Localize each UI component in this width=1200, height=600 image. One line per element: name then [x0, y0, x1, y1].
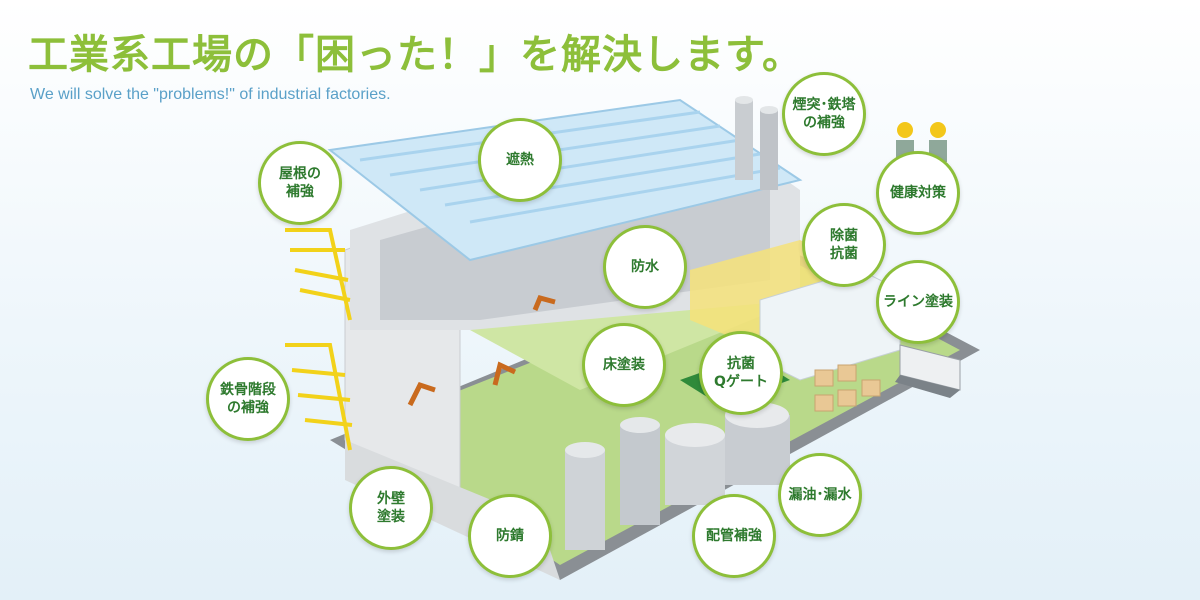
solution-sterilization[interactable]: 除菌 抗菌 — [802, 203, 886, 287]
solution-roof-reinforcement[interactable]: 屋根の 補強 — [258, 141, 342, 225]
page-subtitle: We will solve the "problems!" of industr… — [30, 86, 391, 103]
factory-roof — [327, 98, 803, 262]
solution-line-painting[interactable]: ライン塗装 — [876, 260, 960, 344]
solution-floor-painting[interactable]: 床塗装 — [582, 323, 666, 407]
solution-leak-repair[interactable]: 漏油･漏水 — [778, 453, 862, 537]
storage-tanks — [565, 402, 790, 550]
solution-exterior-wall-painting[interactable]: 外壁 塗装 — [349, 466, 433, 550]
solution-health[interactable]: 健康対策 — [876, 151, 960, 235]
solution-steel-stairs[interactable]: 鉄骨階段 の補強 — [206, 357, 290, 441]
chimney-left — [735, 100, 753, 180]
solution-heat-shield[interactable]: 遮熱 — [478, 118, 562, 202]
delivery-truck — [895, 344, 961, 398]
solution-rust-prevention[interactable]: 防錆 — [468, 494, 552, 578]
chimney-right — [760, 110, 778, 190]
solution-chimney-reinforcement[interactable]: 煙突･鉄塔 の補強 — [782, 72, 866, 156]
warehouse-boxes — [814, 364, 881, 412]
solution-waterproofing[interactable]: 防水 — [603, 225, 687, 309]
robot-arms — [407, 295, 556, 407]
solution-antibacterial-qgate[interactable]: 抗菌 Qゲート — [699, 331, 783, 415]
steel-stairs — [285, 228, 353, 451]
page-title: 工業系工場の「困った！」を解決します。 — [28, 32, 803, 78]
solution-pipe-reinforcement[interactable]: 配管補強 — [692, 494, 776, 578]
